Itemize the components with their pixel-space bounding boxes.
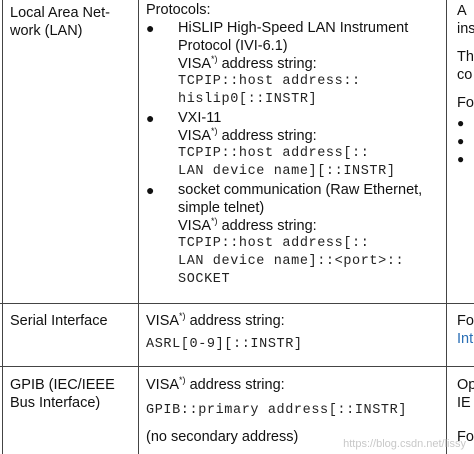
lan-label: Local Area Net- work (LAN) (10, 5, 110, 39)
bullet-icon: ● (457, 152, 465, 166)
gpib-note: (no secondary address) (146, 429, 299, 445)
visa-address-code: LAN device name]::<port>:: (178, 254, 405, 269)
bullet-icon: ● (146, 20, 155, 36)
bullet-icon: ● (457, 116, 465, 130)
bullet-icon: ● (146, 110, 155, 126)
lan-right-fragment: Fo (457, 95, 474, 111)
visa-address-code: LAN device name][::INSTR] (178, 164, 396, 179)
visa-address-label: VISA*) address string: (146, 375, 285, 393)
protocol-item-socket: ● socket communication (Raw Ethernet, si… (146, 181, 442, 289)
protocol-item-hislip: ● HiSLIP High-Speed LAN Instrument Proto… (146, 19, 442, 109)
lan-right-fragment: A ins (457, 3, 474, 37)
serial-visa: VISA*) address string: ASRL[0-9][::INSTR… (146, 312, 442, 354)
visa-address-code: hislip0[::INSTR] (178, 92, 318, 107)
visa-address-code: TCPIP::host address[:: (178, 236, 370, 251)
protocols-heading: Protocols: (146, 2, 211, 18)
bullet-icon: ● (457, 134, 465, 148)
watermark: https://blog.csdn.net/lissy (343, 438, 466, 450)
protocol-item-vxi11: ● VXI-11 VISA*) address string: TCPIP::h… (146, 109, 442, 181)
visa-address-label: VISA*) address string: (178, 216, 317, 234)
table-column-divider (446, 0, 447, 454)
visa-address-label: VISA*) address string: (178, 54, 317, 72)
table-border-left (2, 0, 3, 454)
serial-right-fragment: Fo Int (457, 313, 474, 347)
gpib-label: GPIB (IEC/IEEE Bus Interface) (10, 377, 115, 411)
visa-address-code: GPIB::primary address[::INSTR] (146, 403, 408, 418)
visa-address-code: TCPIP::host address:: (178, 74, 361, 89)
visa-address-code: TCPIP::host address[:: (178, 146, 370, 161)
table-row-divider (0, 366, 474, 367)
visa-address-code: ASRL[0-9][::INSTR] (146, 337, 303, 352)
visa-address-code: SOCKET (178, 272, 231, 287)
table-column-divider (138, 0, 139, 454)
visa-address-label: VISA*) address string: (146, 311, 285, 329)
lan-right-fragment: Th co (457, 49, 474, 83)
table-row-divider (0, 303, 474, 304)
serial-label: Serial Interface (10, 313, 108, 329)
lan-right-bullets: ● ● ● (457, 114, 464, 168)
visa-address-label: VISA*) address string: (178, 126, 317, 144)
gpib-visa: VISA*) address string: GPIB::primary add… (146, 376, 442, 446)
lan-protocols: Protocols: ● HiSLIP High-Speed LAN Instr… (146, 1, 442, 289)
bullet-icon: ● (146, 182, 155, 198)
gpib-right-fragment: Op IE Fo (457, 377, 474, 445)
